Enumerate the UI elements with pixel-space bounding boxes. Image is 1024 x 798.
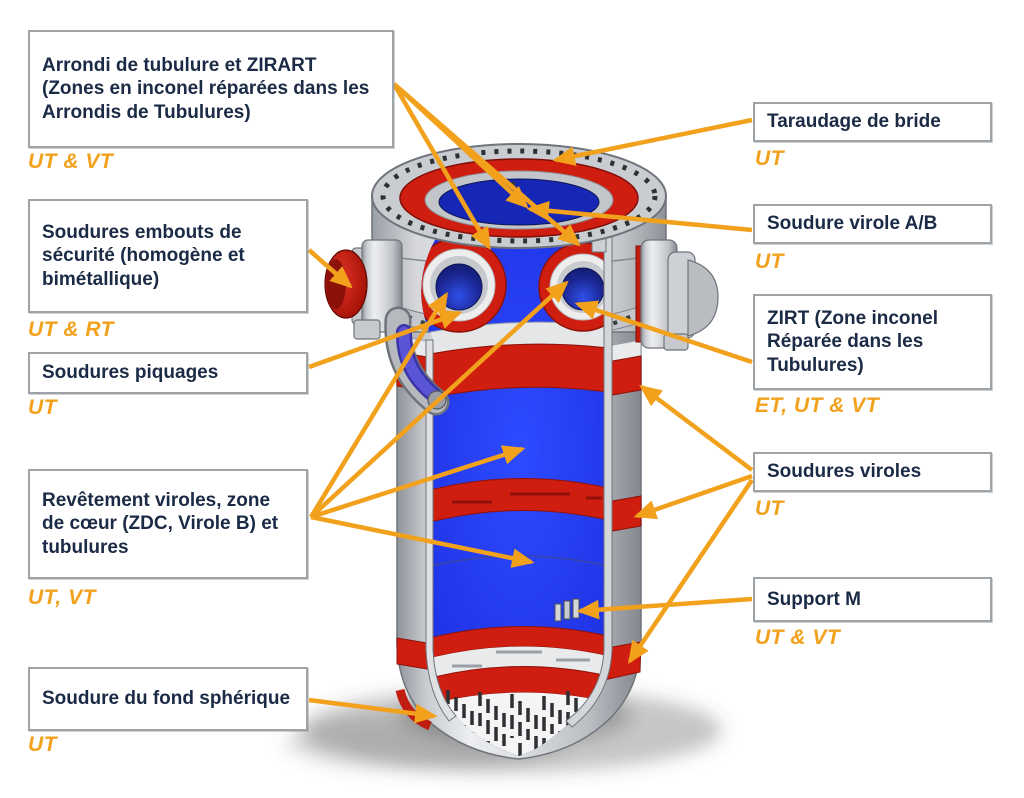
methods-support-m: UT & VT [755, 626, 841, 649]
label-text: Revêtement viroles, zone de cœur (ZDC, V… [42, 490, 279, 558]
methods-soudures-embouts: UT & RT [28, 318, 114, 341]
label-box-soudures-piquages: Soudures piquages [28, 352, 308, 394]
methods-taraudage-bride: UT [755, 147, 784, 170]
nozzle-bore-right [538, 242, 605, 332]
label-text: Soudure du fond sphérique [42, 688, 291, 710]
label-box-soudure-fond: Soudure du fond sphérique [28, 667, 308, 731]
label-box-arrondi-tubulure: Arrondi de tubulure et ZIRART (Zones en … [28, 30, 394, 148]
label-box-zirt: ZIRT (Zone inconel Réparée dans les Tubu… [753, 294, 992, 390]
label-text: Soudure virole A/B [767, 213, 938, 235]
label-box-soudure-virole-ab: Soudure virole A/B [753, 204, 992, 244]
arrow-revetement-2 [309, 280, 569, 519]
label-box-soudures-viroles: Soudures viroles [753, 452, 992, 492]
arrow-revetement-3 [310, 445, 526, 520]
label-text: Soudures viroles [767, 461, 922, 483]
arrow-support-m [576, 596, 753, 620]
methods-soudure-fond: UT [28, 733, 57, 756]
label-text: Taraudage de bride [767, 111, 941, 133]
label-text: Arrondi de tubulure et ZIRART (Zones en … [42, 55, 370, 123]
arrow-virole-ab [526, 200, 753, 233]
label-text: Support M [767, 588, 861, 610]
arrow-arrondi-1 [392, 82, 491, 251]
methods-revetement-viroles: UT, VT [28, 586, 96, 609]
methods-zirt: ET, UT & VT [755, 394, 880, 417]
arrow-piquages [308, 310, 463, 370]
arrow-embouts [307, 248, 353, 289]
side-nozzle-right [635, 239, 719, 351]
arrow-fond-spherique [308, 697, 438, 724]
arrow-viroles-3 [627, 478, 754, 664]
arrow-taraudage [552, 117, 753, 166]
methods-arrondi-tubulure: UT & VT [28, 150, 114, 173]
annotation-arrows [307, 82, 754, 724]
arrow-viroles-1 [639, 384, 754, 472]
methods-soudures-piquages: UT [28, 396, 57, 419]
label-box-soudures-embouts: Soudures embouts de sécurité (homogène e… [28, 199, 308, 313]
methods-soudures-viroles: UT [755, 497, 784, 520]
arrow-zirt [574, 300, 753, 365]
label-box-taraudage-bride: Taraudage de bride [753, 102, 992, 142]
label-text: ZIRT (Zone inconel Réparée dans les Tubu… [767, 308, 938, 376]
flange-top-ring [371, 143, 667, 249]
label-text: Soudures piquages [42, 362, 219, 384]
methods-soudure-virole-ab: UT [755, 250, 784, 273]
label-text: Soudures embouts de sécurité (homogène e… [42, 222, 245, 290]
label-box-support-m: Support M [753, 577, 992, 622]
label-box-revetement-viroles: Revêtement viroles, zone de cœur (ZDC, V… [28, 469, 308, 579]
arrow-revetement-1 [309, 291, 448, 519]
arrow-viroles-2 [633, 473, 753, 520]
arrow-revetement-4 [310, 514, 535, 568]
